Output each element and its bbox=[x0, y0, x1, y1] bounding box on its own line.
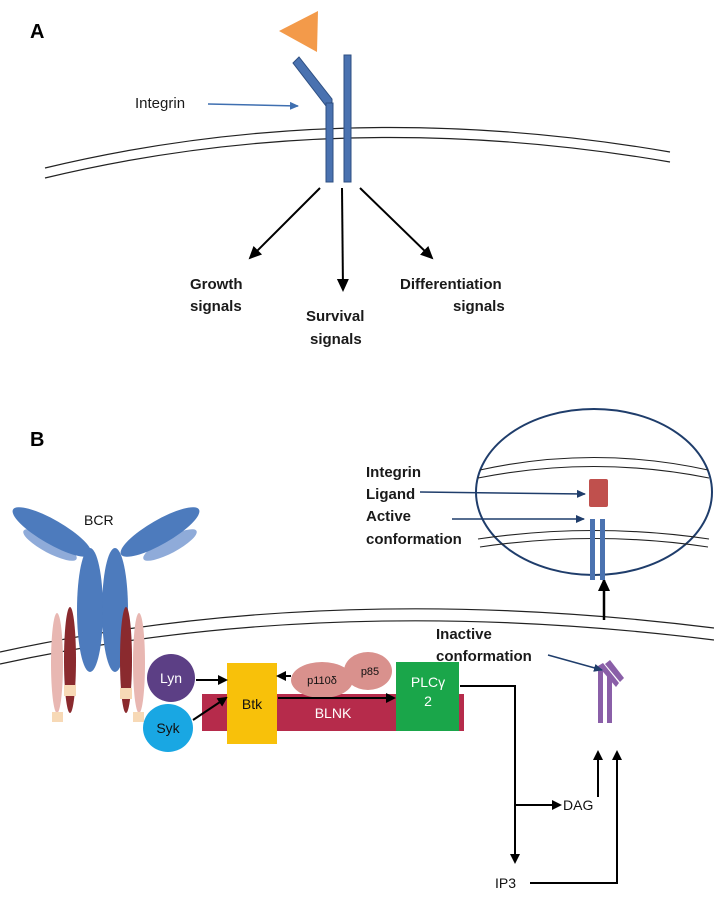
svg-text:Growth: Growth bbox=[190, 276, 243, 293]
blnk-label: BLNK bbox=[315, 705, 352, 721]
ligand-triangle-icon bbox=[279, 11, 318, 52]
plcg2-to-ip3-arrow bbox=[460, 685, 520, 864]
ligand-pointer-arrow bbox=[419, 489, 586, 498]
integrin-ligand-block bbox=[589, 479, 608, 507]
syk-label: Syk bbox=[156, 720, 180, 736]
svg-text:signals: signals bbox=[310, 331, 362, 348]
growth-signals-label: Growth signals bbox=[190, 276, 243, 315]
differentiation-signals-label: Differentiation signals bbox=[400, 276, 505, 315]
integrin-pointer-arrow bbox=[207, 101, 299, 110]
p110-label: p110δ bbox=[307, 675, 337, 687]
lyn-circle bbox=[147, 654, 195, 702]
active-label-line2: conformation bbox=[366, 531, 462, 548]
svg-text:Differentiation: Differentiation bbox=[400, 276, 502, 293]
zoom-inset bbox=[475, 408, 713, 580]
inactive-pointer-arrow bbox=[547, 654, 603, 672]
panel-b-letter: B bbox=[30, 429, 44, 451]
panel-a: A Integrin Growth signals Survival signa… bbox=[30, 11, 671, 348]
differentiation-arrow bbox=[359, 187, 434, 260]
panel-b: B BCR BLNK Btk bbox=[0, 408, 714, 891]
panel-a-letter: A bbox=[30, 21, 44, 43]
btk-label: Btk bbox=[242, 696, 263, 712]
ligand-label-line1: Integrin bbox=[366, 464, 421, 481]
inactive-label-line2: conformation bbox=[436, 648, 532, 665]
syk-to-btk-arrow bbox=[192, 696, 228, 721]
inactive-label-line1: Inactive bbox=[436, 626, 492, 643]
active-integrin-left bbox=[590, 519, 595, 580]
btk-box bbox=[227, 663, 277, 744]
plcg2-label-line1: PLCγ bbox=[411, 674, 445, 690]
dag-label: DAG bbox=[563, 797, 593, 813]
plcg2-box bbox=[396, 662, 459, 731]
svg-text:signals: signals bbox=[453, 298, 505, 315]
p110-ellipse bbox=[291, 662, 353, 698]
inactive-integrin bbox=[598, 660, 624, 723]
syk-circle bbox=[143, 704, 193, 752]
active-label-line1: Active bbox=[366, 508, 411, 525]
bcr-receptor bbox=[12, 507, 200, 722]
survival-signals-label: Survival signals bbox=[306, 308, 364, 348]
svg-text:Survival: Survival bbox=[306, 308, 364, 325]
active-integrin-right bbox=[600, 519, 605, 580]
ligand-label-line2: Ligand bbox=[366, 486, 415, 503]
membrane-inner-line bbox=[44, 136, 671, 179]
membrane-outer-line bbox=[44, 126, 671, 169]
integrin-label: Integrin bbox=[135, 95, 185, 112]
p85-label: p85 bbox=[361, 666, 379, 678]
survival-arrow bbox=[336, 187, 349, 292]
plcg2-label-line2: 2 bbox=[424, 693, 432, 709]
lyn-label: Lyn bbox=[160, 670, 182, 686]
ip3-label: IP3 bbox=[495, 875, 516, 891]
bcr-label: BCR bbox=[84, 512, 114, 528]
integrin-receptor bbox=[292, 54, 352, 183]
svg-text:signals: signals bbox=[190, 298, 242, 315]
ip3-to-integrin-arrow bbox=[530, 750, 622, 884]
p85-ellipse bbox=[344, 652, 392, 690]
growth-arrow bbox=[248, 187, 321, 260]
